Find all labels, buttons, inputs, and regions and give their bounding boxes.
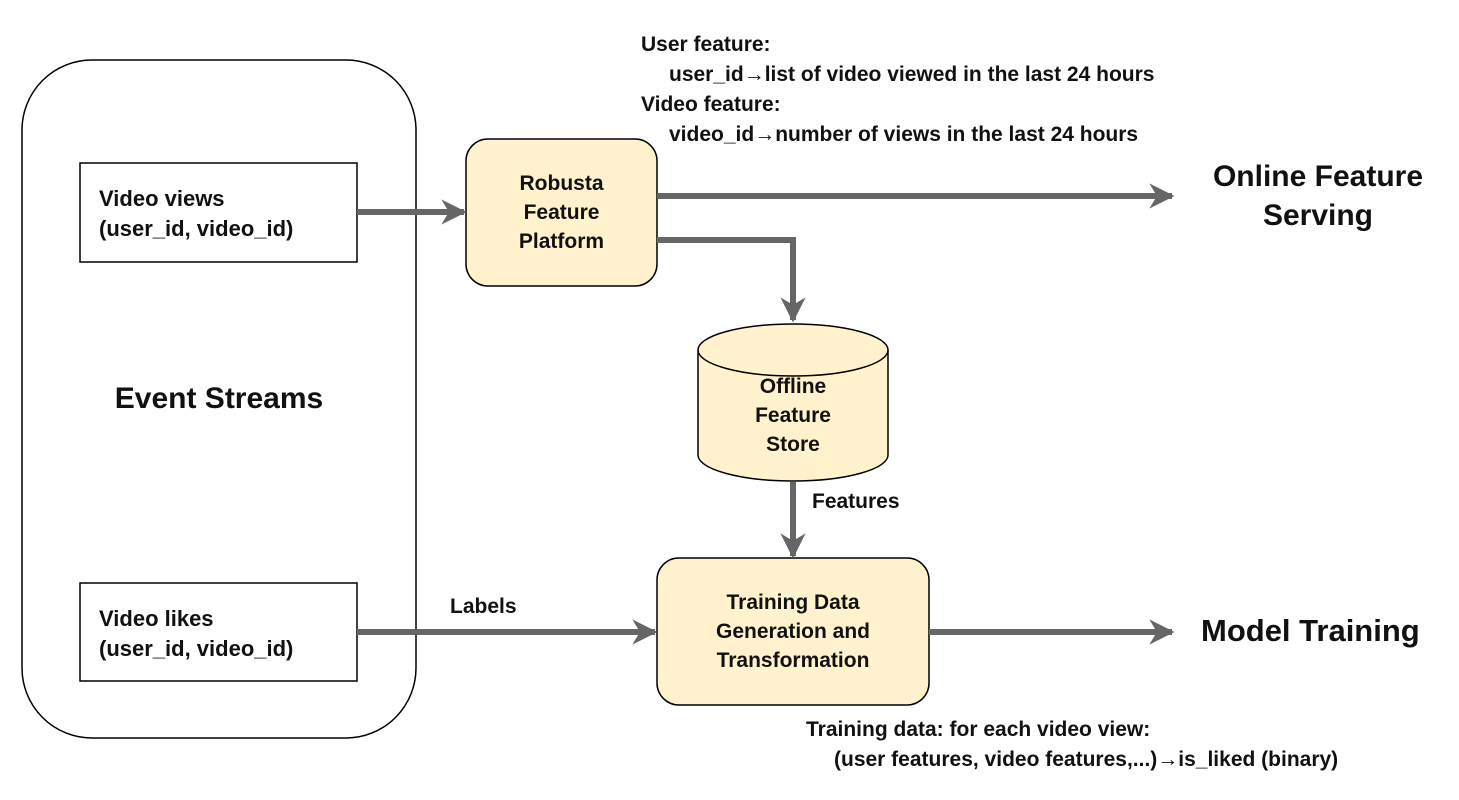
robusta-line-2: Feature: [523, 201, 600, 224]
features-annotation: User feature: user_id→list of video view…: [641, 30, 1154, 150]
offline-feature-store-node[interactable]: [697, 323, 889, 482]
offline-store-line-2: Feature: [755, 403, 831, 427]
video-views-title: Video views: [99, 186, 225, 211]
offline-store-line-1: Offline: [759, 374, 827, 398]
video-feature-heading: Video feature:: [641, 93, 781, 116]
arrow-robusta-to-offline-store: [657, 237, 806, 323]
video-likes-title: Video likes: [99, 606, 214, 631]
user-feature-detail: user_id→list of video viewed in the last…: [669, 63, 1155, 86]
model-training-label: Model Training: [1201, 613, 1420, 648]
features-edge-label: Features: [812, 490, 900, 513]
training-gen-line-3: Transformation: [716, 649, 870, 672]
training-gen-label: Training Data Generation and Transformat…: [657, 558, 929, 705]
training-data-annotation: Training data: for each video view: (use…: [806, 715, 1338, 775]
labels-edge-label: Labels: [450, 595, 517, 618]
video-likes-fields: (user_id, video_id): [99, 636, 294, 661]
robusta-line-1: Robusta: [519, 172, 604, 195]
training-gen-line-2: Generation and: [715, 620, 871, 643]
video-views-label: Video views (user_id, video_id): [99, 184, 293, 244]
training-data-heading: Training data: for each video view:: [806, 718, 1151, 741]
training-data-detail: (user features, video features,...)→is_l…: [834, 748, 1339, 771]
offline-store-label: Offline Feature Store: [698, 372, 888, 458]
user-feature-heading: User feature:: [641, 33, 771, 56]
video-feature-detail: video_id→number of views in the last 24 …: [669, 123, 1139, 146]
online-serving-line-1: Online Feature: [1212, 160, 1424, 193]
video-likes-label: Video likes (user_id, video_id): [99, 604, 293, 664]
robusta-label: Robusta Feature Platform: [466, 139, 657, 286]
video-likes-source-box[interactable]: [79, 582, 358, 682]
video-views-fields: (user_id, video_id): [99, 216, 294, 241]
robusta-line-3: Platform: [518, 230, 605, 253]
online-feature-serving-label: Online Feature Serving: [1190, 157, 1446, 235]
online-serving-line-2: Serving: [1262, 199, 1374, 232]
offline-store-line-3: Store: [766, 432, 820, 456]
video-views-source-box[interactable]: [79, 162, 358, 263]
training-gen-line-1: Training Data: [726, 591, 860, 614]
event-streams-title: Event Streams: [114, 382, 324, 415]
